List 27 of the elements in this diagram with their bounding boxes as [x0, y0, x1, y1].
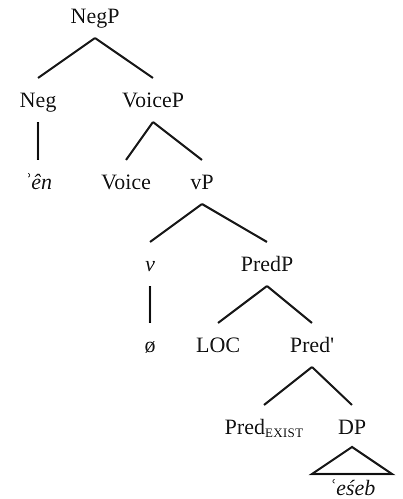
tree-branch	[263, 366, 313, 406]
tree-node-label: Pred'	[290, 333, 334, 357]
tree-branch	[36, 122, 40, 160]
tree-branch	[152, 121, 203, 161]
tree-node-label: DP	[338, 415, 366, 439]
tree-node-label: v	[145, 252, 155, 276]
tree-branch	[201, 203, 268, 243]
tree-node-label: ʿeśeb	[328, 476, 376, 499]
tree-node-label: LOC	[196, 333, 240, 357]
tree-node-label: PredP	[240, 252, 294, 276]
tree-node-label: vP	[190, 170, 214, 194]
tree-node-label: NegP	[70, 4, 120, 28]
tree-branch	[311, 366, 353, 406]
tree-branch	[37, 37, 96, 79]
tree-node-label: ʾên	[24, 170, 52, 194]
tree-branch	[149, 203, 203, 243]
tree-node-label: Voice	[101, 170, 151, 194]
tree-node-label: VoiceP	[122, 88, 184, 112]
tree-node-label: Pred$_{EXIST}$	[224, 415, 304, 445]
tree-node-label: Neg	[20, 88, 56, 112]
triangle-branch	[308, 446, 396, 476]
tree-branch	[125, 121, 154, 161]
tree-branch	[148, 286, 152, 323]
tree-branch	[266, 285, 313, 324]
tree-branch	[94, 37, 154, 79]
tree-branch	[217, 285, 268, 324]
tree-node-label: ø	[144, 333, 156, 357]
